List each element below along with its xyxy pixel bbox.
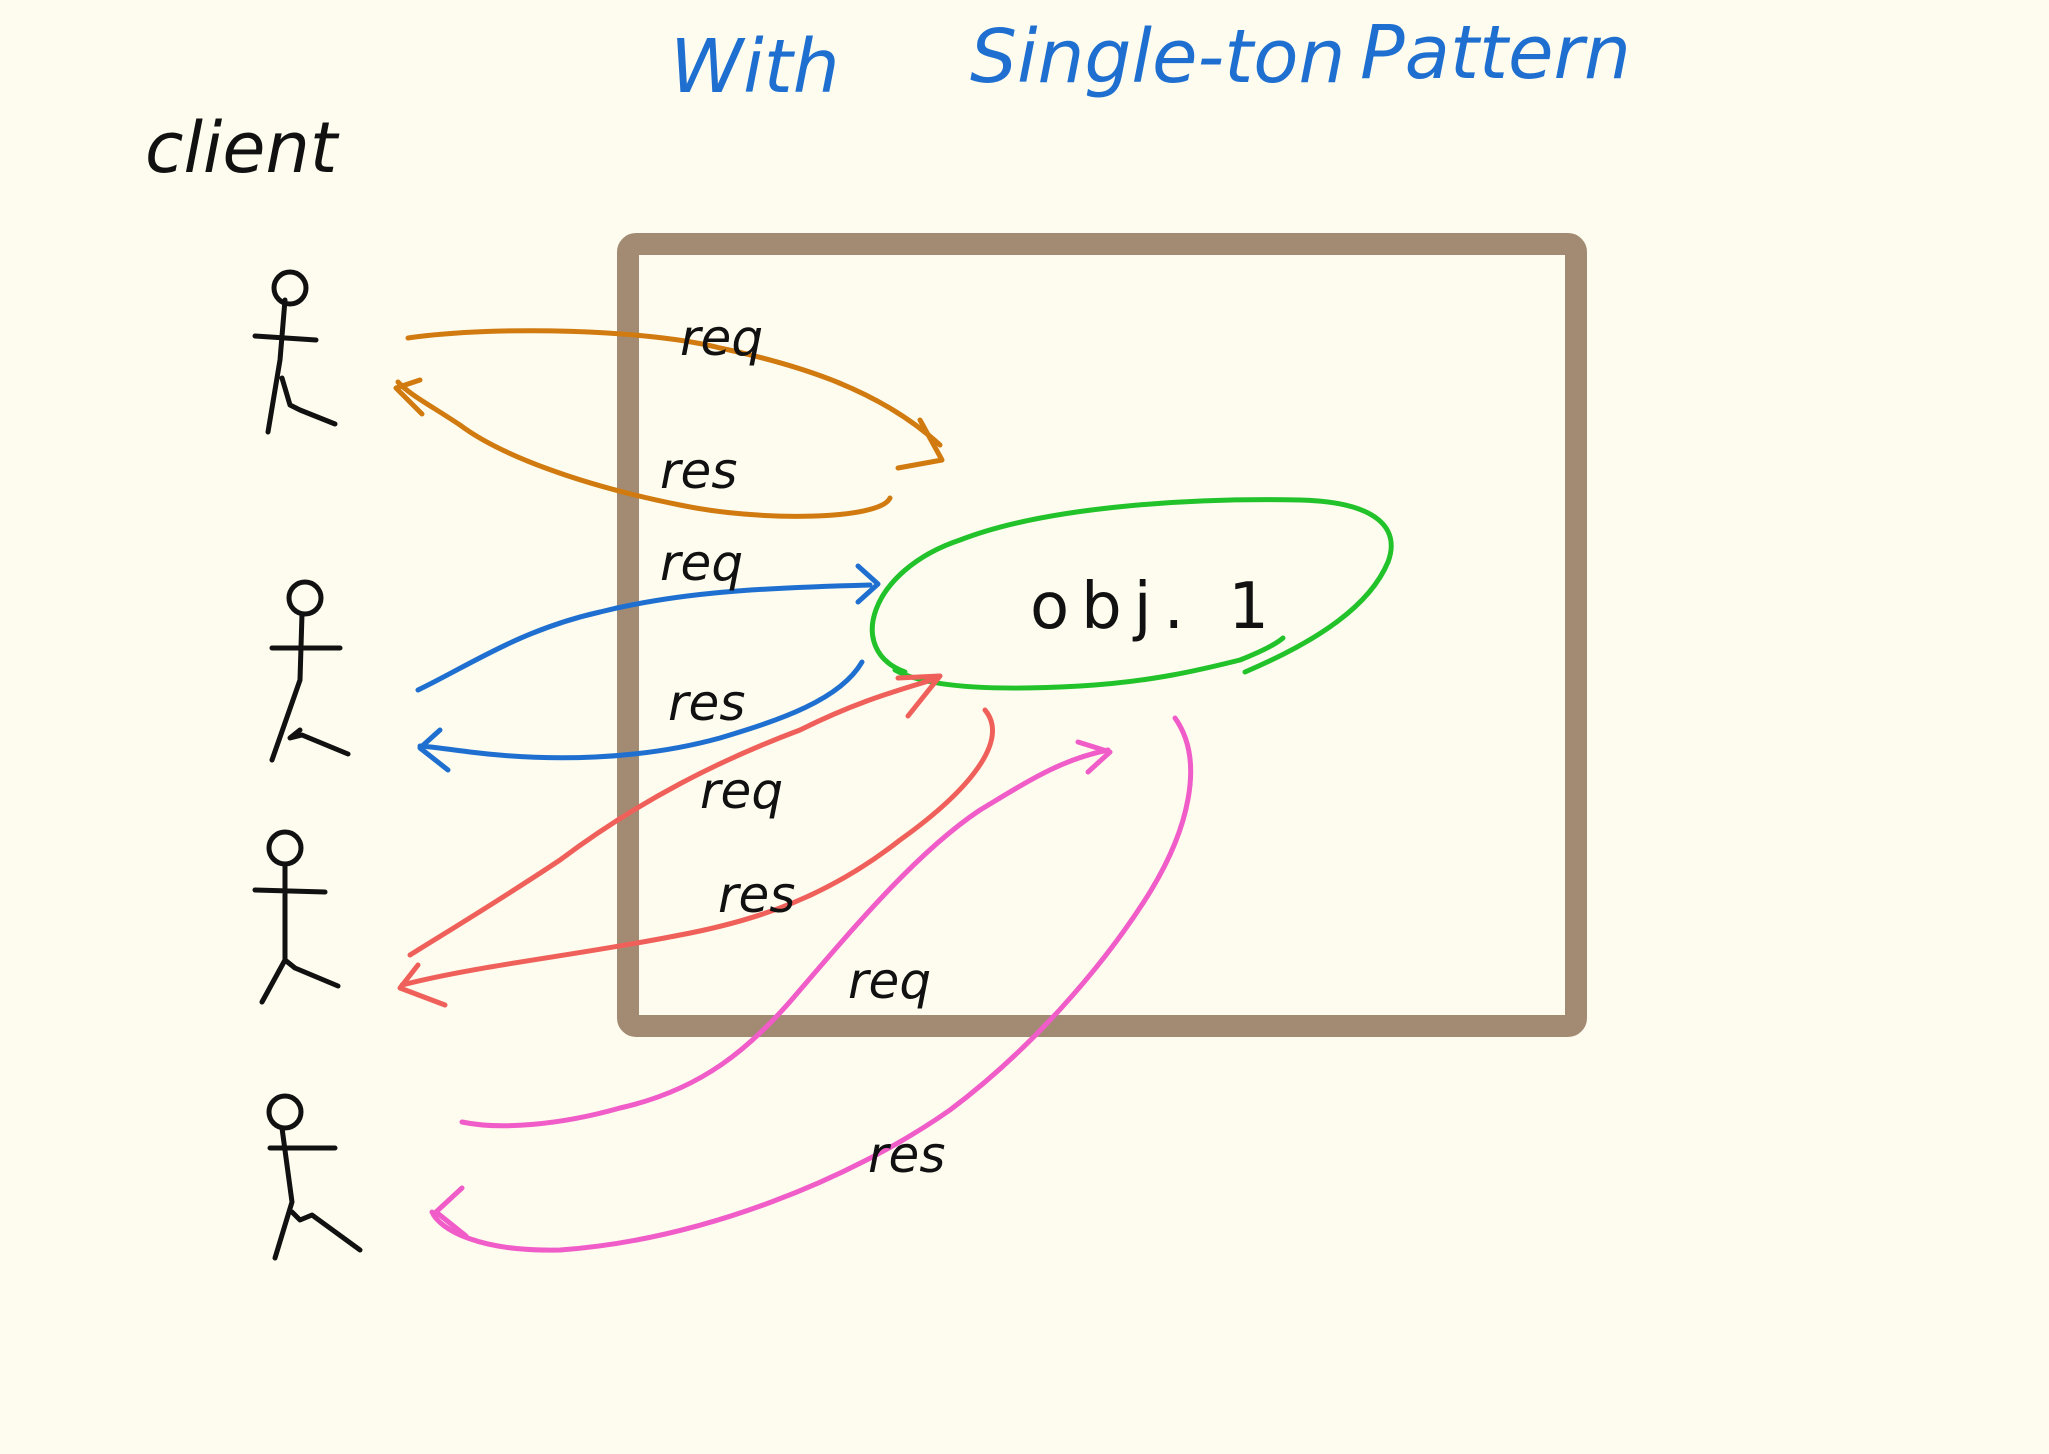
client-1-request-label: req xyxy=(680,309,763,367)
client-2-response-arrow xyxy=(420,662,862,758)
client-3-response-label: res xyxy=(718,866,795,924)
client-4-response-arrow xyxy=(432,718,1191,1250)
client-figure-2 xyxy=(272,582,348,760)
client-2-flow: req res xyxy=(418,534,878,770)
client-1-flow: req res xyxy=(396,309,942,516)
client-2-response-label: res xyxy=(668,674,745,732)
title-with: With xyxy=(670,24,840,110)
client-3-request-label: req xyxy=(700,762,783,820)
client-figure-1 xyxy=(255,272,335,432)
client-4-flow: req res xyxy=(432,718,1191,1250)
client-1-response-label: res xyxy=(660,442,737,500)
client-4-response-label: res xyxy=(868,1126,945,1184)
object-outline-bottom xyxy=(895,638,1283,688)
client-3-response-arrow xyxy=(402,710,992,985)
title-singleton: Single-ton xyxy=(970,14,1345,100)
client-figure-3 xyxy=(255,832,338,1002)
object-label: obj. 1 xyxy=(1030,570,1281,644)
client-1-request-arrow xyxy=(408,331,940,445)
client-4-request-label: req xyxy=(848,952,931,1010)
client-2-request-label: req xyxy=(660,534,743,592)
client-label: client xyxy=(145,107,340,189)
title-pattern: Pattern xyxy=(1360,10,1631,96)
client-figure-4 xyxy=(269,1096,360,1258)
client-4-request-arrow xyxy=(462,750,1108,1126)
client-2-request-arrow xyxy=(418,585,870,690)
client-1-response-arrow xyxy=(398,382,890,516)
